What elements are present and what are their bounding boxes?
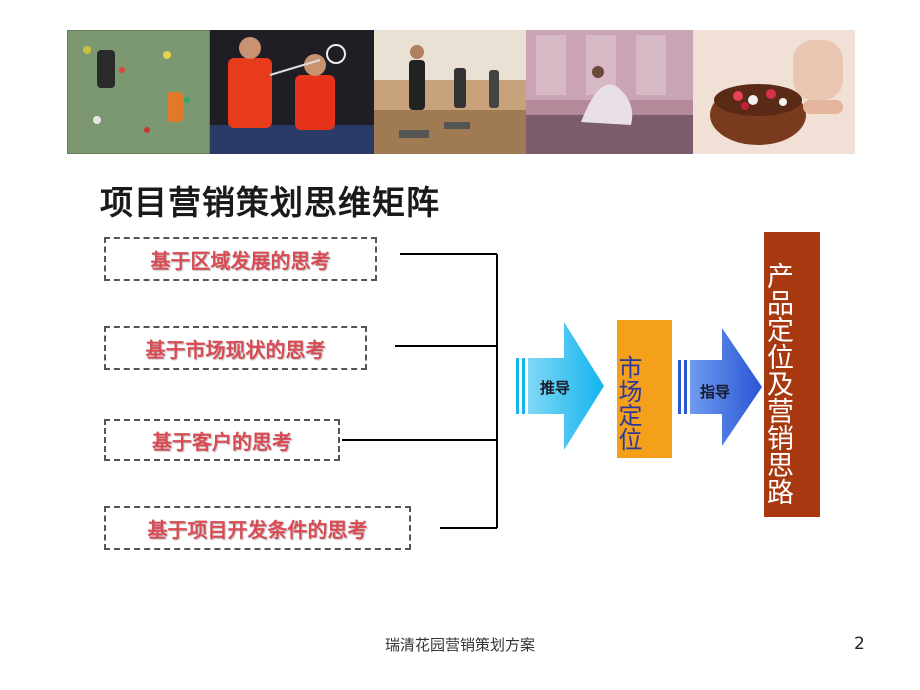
yoga-photo [526,30,693,154]
derive-arrow-label: 推导 [540,379,571,397]
badminton-photo [210,30,374,154]
market-position-label: 市场定位 [614,355,642,451]
rock-climbing-photo [67,30,210,154]
page-number: 2 [854,634,865,654]
thinking-box-customer: 基于客户的思考 [104,419,340,461]
product-position-box: 产品定位及营销思路 [764,232,820,517]
guide-arrow-label: 指导 [700,383,731,401]
thinking-box-market: 基于市场现状的思考 [104,326,367,370]
product-position-label: 产品定位及营销思路 [764,262,793,505]
derive-arrow [516,322,604,450]
market-position-box [617,320,672,458]
aerobics-photo [374,30,526,154]
flower-bath-photo [693,30,855,154]
page-title: 项目营销策划思维矩阵 [100,183,440,222]
guide-arrow [678,328,762,446]
thinking-box-project: 基于项目开发条件的思考 [104,506,411,550]
footer-title: 瑞清花园营销策划方案 [384,636,535,654]
photo-strip [67,30,855,154]
thinking-box-region: 基于区域发展的思考 [104,237,377,281]
